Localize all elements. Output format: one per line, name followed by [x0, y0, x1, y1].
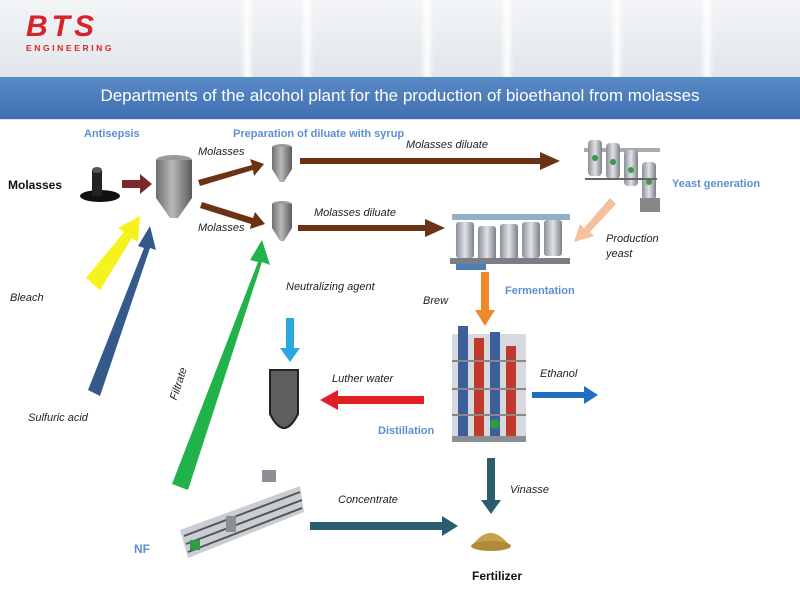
- sulfuric-acid-arrow: [88, 226, 156, 396]
- company-logo: BTS ENGINEERING: [26, 10, 126, 54]
- antisepsis-label: Antisepsis: [84, 128, 140, 140]
- molasses-feed-arrow: [122, 174, 152, 194]
- ethanol-arrow: [532, 386, 598, 404]
- molasses-diluate-top-label: Molasses diluate: [406, 139, 488, 151]
- molasses-arrow-top: [198, 159, 264, 186]
- fertilizer-pile-icon: [471, 533, 511, 551]
- diluate-tank-top-icon: [272, 144, 292, 182]
- neutralizing-agent-arrow: [280, 318, 300, 362]
- nf-label: NF: [134, 542, 150, 556]
- molasses-diluate-arrow-top: [300, 152, 560, 170]
- molasses-diluate-arrow-bottom: [298, 219, 445, 237]
- concentrate-label: Concentrate: [338, 494, 398, 506]
- logo-tagline: ENGINEERING: [26, 43, 115, 53]
- brew-label: Brew: [423, 295, 449, 307]
- molasses-arrow-bottom: [200, 202, 265, 229]
- molasses-top-label: Molasses: [198, 146, 245, 158]
- vinasse-label: Vinasse: [510, 484, 549, 496]
- preparation-label: Preparation of diluate with syrup: [233, 128, 405, 140]
- diluate-tank-bottom-icon: [272, 201, 292, 241]
- ethanol-label: Ethanol: [540, 368, 578, 380]
- brew-arrow: [475, 272, 495, 326]
- molasses-bottom-label: Molasses: [198, 222, 245, 234]
- yeast-generation-plant-icon: [584, 140, 660, 212]
- sulfuric-acid-label: Sulfuric acid: [28, 412, 88, 424]
- nf-unit-icon: [180, 470, 304, 558]
- production-yeast-label: Production yeast: [606, 233, 659, 260]
- molasses-drum-icon: [80, 167, 120, 202]
- molasses-input-label: Molasses: [8, 178, 63, 192]
- bleach-arrow: [86, 216, 140, 290]
- fermentation-plant-icon: [450, 214, 570, 270]
- filtrate-arrow: [172, 240, 270, 490]
- luther-water-tank-icon: [269, 369, 299, 429]
- distillation-unit-icon: [452, 326, 526, 442]
- distillation-label: Distillation: [378, 425, 435, 437]
- molasses-diluate-bottom-label: Molasses diluate: [314, 207, 396, 219]
- title-banner: [0, 77, 800, 119]
- fermentation-label: Fermentation: [505, 285, 575, 297]
- vinasse-arrow: [481, 458, 501, 514]
- fertilizer-label: Fertilizer: [472, 569, 523, 583]
- luther-water-label: Luther water: [332, 373, 394, 385]
- production-yeast-arrow: [574, 198, 616, 242]
- yeast-generation-label: Yeast generation: [672, 178, 761, 190]
- antisepsis-tank-icon: [156, 155, 192, 218]
- page-title: Departments of the alcohol plant for the…: [100, 86, 700, 105]
- logo-wordmark: BTS: [26, 10, 98, 43]
- neutralizing-agent-label: Neutralizing agent: [286, 281, 375, 293]
- concentrate-arrow: [310, 516, 458, 536]
- luther-water-arrow: [320, 390, 424, 410]
- bleach-label: Bleach: [10, 292, 44, 304]
